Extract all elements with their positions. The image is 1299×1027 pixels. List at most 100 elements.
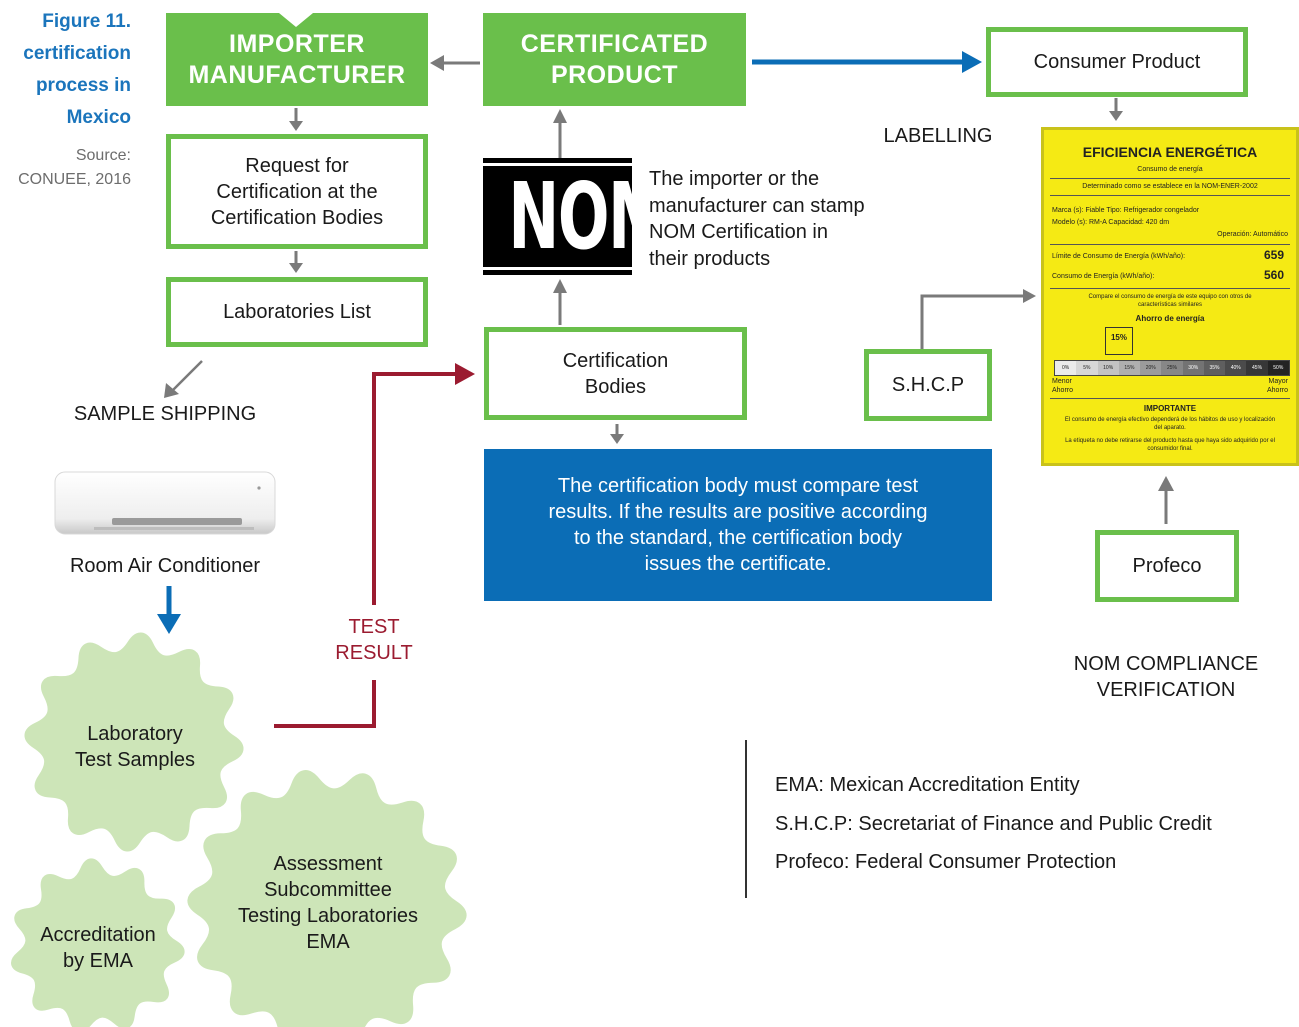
label-scale-step: 10% [1097, 361, 1119, 375]
label-scale-step: 30% [1182, 361, 1204, 375]
lab-test-line-1: Laboratory [87, 723, 183, 745]
labelling-label: LABELLING [883, 125, 993, 147]
label-scale-step: 50% [1267, 361, 1289, 375]
certificated-product-box: CERTIFICATED PRODUCT [483, 13, 746, 106]
importer-line-1: IMPORTER [229, 29, 365, 58]
nom-compliance-line-1: NOM COMPLIANCE [1073, 653, 1259, 675]
label-savings-title: Ahorro de energía [1135, 314, 1205, 323]
legend-shcp: S.H.C.P: Secretariat of Finance and Publ… [775, 812, 1212, 835]
note-line-3: to the standard, the certification body [574, 527, 902, 549]
assessment-line-1: Assessment [273, 853, 383, 875]
certificated-line-1: CERTIFICATED [520, 29, 709, 58]
gear-lab-test [24, 632, 244, 852]
assessment-line-4: EMA [306, 931, 350, 953]
test-result-label: TEST RESULT [324, 614, 424, 666]
legend-ema: EMA: Mexican Accreditation Entity [775, 774, 1080, 796]
consumer-product-label: Consumer Product [1033, 51, 1201, 73]
label-norm: Determinado como se establece en la NOM-… [1082, 183, 1258, 190]
arrow-labs-to-shipping [171, 360, 203, 392]
label-scale-step: 25% [1161, 361, 1183, 375]
nom-logo-icon: NOM [483, 158, 669, 275]
nom-caption-line-1: The importer or the [649, 168, 820, 190]
request-certification-box: Request for Certification at the Certifi… [166, 134, 428, 249]
label-row-marca: Marca (s): Fiable Tipo: Refrigerador con… [1052, 207, 1200, 214]
assessment-line-3: Testing Laboratories [237, 905, 419, 927]
label-scale-step: 5% [1076, 361, 1098, 375]
assessment-line-2: Subcommittee [264, 879, 392, 901]
label-savings-scale: 0%5%10%15%20%25%30%35%40%45%50% [1054, 360, 1290, 376]
certification-bodies-box: Certification Bodies [484, 327, 747, 420]
test-result-line-2: RESULT [335, 642, 413, 664]
note-line-2: results. If the results are positive acc… [548, 501, 928, 523]
figure-label: Figure 11. [42, 11, 131, 32]
gear-lab-test-label: Laboratory Test Samples [40, 721, 230, 773]
label-important-title: IMPORTANTE [1143, 404, 1197, 413]
accreditation-line-1: Accreditation [40, 924, 156, 946]
note-line-1: The certification body must compare test [557, 475, 919, 497]
laboratories-list-box: Laboratories List [166, 277, 428, 347]
importer-line-2: MANUFACTURER [188, 60, 406, 89]
label-consumption-value: 560 [1263, 268, 1284, 282]
label-scale-left: Menor Ahorro [1052, 378, 1074, 394]
nom-logo-text: NOM [508, 163, 668, 270]
legend: EMA: Mexican Accreditation Entity S.H.C.… [775, 766, 1295, 882]
figure-title-line-3: Mexico [66, 107, 131, 128]
nom-compliance-label: NOM COMPLIANCE VERIFICATION [1036, 651, 1296, 703]
label-row-operacion: Operación: Automático [1217, 231, 1288, 238]
accreditation-line-2: by EMA [62, 950, 134, 972]
cert-bodies-line-2: Bodies [584, 375, 647, 398]
consumer-product-box: Consumer Product [986, 27, 1248, 97]
request-line-3: Certification Bodies [210, 206, 384, 229]
cert-bodies-line-1: Certification [562, 349, 669, 372]
profeco-box: Profeco [1095, 530, 1239, 602]
lab-test-line-2: Test Samples [74, 749, 196, 771]
gear-assessment [187, 770, 467, 1027]
certificated-line-2: PRODUCT [550, 60, 679, 89]
label-compare-note: Compare el consumo de energía de este eq… [1088, 294, 1252, 308]
label-scale-step: 45% [1246, 361, 1268, 375]
air-conditioner-icon [54, 468, 276, 538]
label-scale-step: 15% [1118, 361, 1141, 375]
certification-note-box: The certification body must compare test… [484, 449, 992, 601]
gear-accreditation-label: Accreditation by EMA [10, 922, 186, 974]
label-savings-marker [1105, 327, 1133, 355]
nom-compliance-line-2: VERIFICATION [1096, 679, 1236, 701]
gear-accreditation [11, 858, 185, 1027]
importer-manufacturer-box: IMPORTER MANUFACTURER [166, 13, 428, 106]
label-consumption-text: Consumo de Energía (kWh/año): [1052, 273, 1155, 280]
profeco-label: Profeco [1132, 555, 1202, 577]
label-scale-step: 35% [1203, 361, 1226, 375]
nom-caption: The importer or the manufacturer can sta… [649, 166, 929, 272]
label-savings-value: 15% [1110, 333, 1127, 342]
label-title: EFICIENCIA ENERGÉTICA [1082, 144, 1258, 160]
laboratories-list-label: Laboratories List [223, 301, 371, 323]
energy-efficiency-label: EFICIENCIA ENERGÉTICA Consumo de energía… [1041, 127, 1299, 466]
label-important-note: El consumo de energía efectivo dependerá… [1064, 417, 1276, 431]
label-scale-step: 0% [1055, 361, 1077, 375]
figure-title-line-2: process in [35, 75, 131, 96]
nom-caption-line-4: their products [649, 247, 771, 270]
test-result-line-1: TEST [348, 616, 400, 638]
shcp-label: S.H.C.P [891, 374, 965, 396]
gear-assessment-label: Assessment Subcommittee Testing Laborato… [198, 851, 458, 955]
request-line-1: Request for [245, 154, 349, 177]
label-scale-step: 20% [1140, 361, 1162, 375]
nom-caption-line-2: manufacturer can stamp [649, 194, 865, 217]
label-row-modelo: Modelo (s): RM-A Capacidad: 420 dm [1052, 219, 1170, 226]
room-ac-label: Room Air Conditioner [69, 555, 261, 577]
nom-caption-line-3: NOM Certification in [649, 221, 828, 243]
arrow-shcp-to-label [920, 294, 1026, 349]
label-scale-right: Mayor Ahorro [1266, 378, 1288, 394]
notch-icon [279, 13, 313, 27]
label-limit-value: 659 [1263, 248, 1284, 262]
arrow-test-result [274, 680, 376, 728]
legend-profeco: Profeco: Federal Consumer Protection [775, 851, 1117, 873]
label-footer-note: La etiqueta no debe retirarse del produc… [1065, 438, 1275, 452]
figure-title-line-1: certification [23, 43, 131, 64]
shcp-box: S.H.C.P [864, 349, 992, 421]
label-limit-text: Límite de Consumo de Energía (kWh/año): [1052, 253, 1186, 260]
source-label: Source: [75, 147, 131, 164]
request-line-2: Certification at the [216, 180, 378, 203]
figure-caption: Figure 11. certification process in Mexi… [0, 6, 131, 192]
sample-shipping-label: SAMPLE SHIPPING [73, 403, 257, 425]
